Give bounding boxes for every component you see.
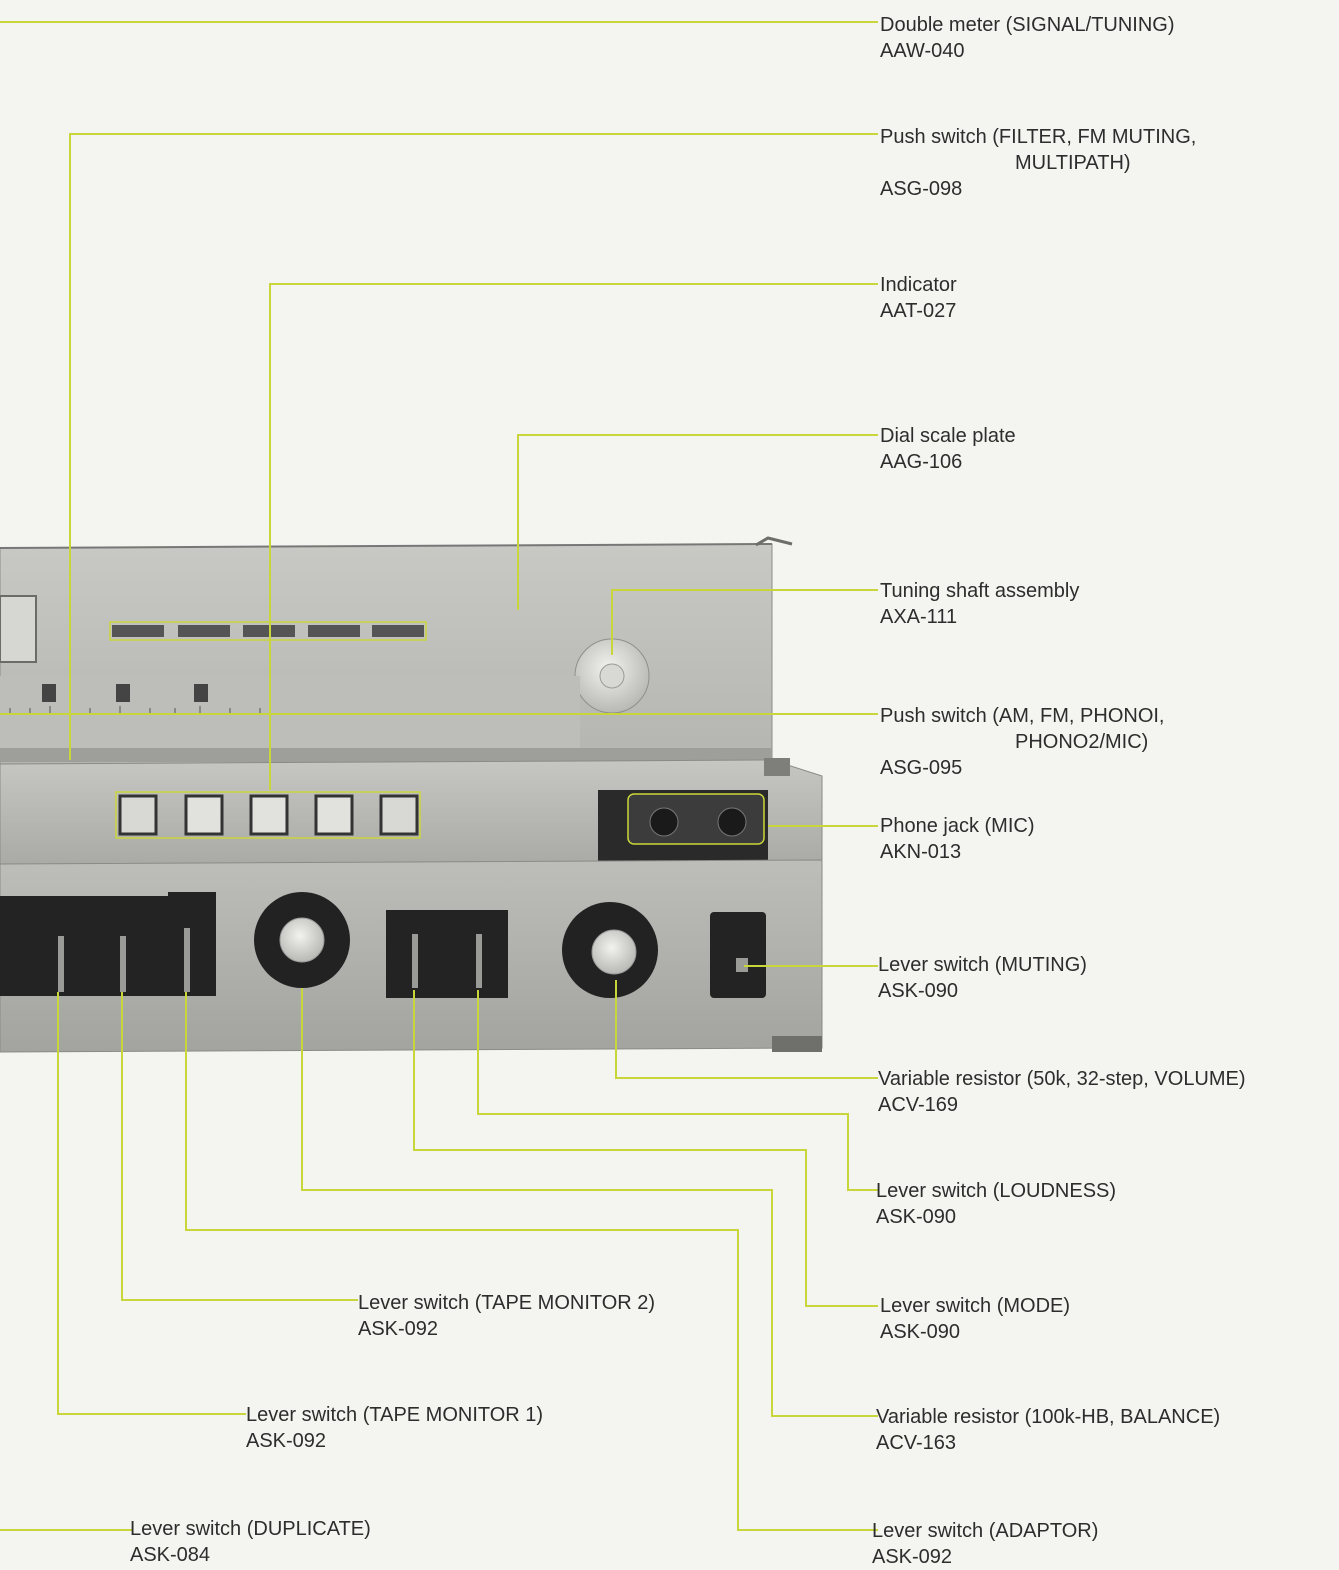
switch-panel [0, 758, 822, 866]
callout-lever-loudness: Lever switch (LOUDNESS) ASK-090 [876, 1178, 1116, 1230]
dial-scale [0, 676, 580, 748]
callout-part: AAW-040 [880, 38, 1175, 64]
callout-lever-muting: Lever switch (MUTING) ASK-090 [878, 952, 1087, 1004]
callout-name: Push switch (FILTER, FM MUTING, [880, 124, 1196, 150]
callout-name: Double meter (SIGNAL/TUNING) [880, 12, 1175, 38]
callout-name: Lever switch (DUPLICATE) [130, 1516, 371, 1542]
callout-push-filter: Push switch (FILTER, FM MUTING, MULTIPAT… [880, 124, 1196, 202]
callout-vr-balance: Variable resistor (100k-HB, BALANCE) ACV… [876, 1404, 1220, 1456]
callout-part: ASG-095 [880, 755, 1164, 781]
callout-name: Variable resistor (100k-HB, BALANCE) [876, 1404, 1220, 1430]
callout-part: ACV-163 [876, 1430, 1220, 1456]
callout-push-am: Push switch (AM, FM, PHONOI, PHONO2/MIC)… [880, 703, 1164, 781]
tuner-section [0, 538, 792, 766]
callout-part: ASK-090 [878, 978, 1087, 1004]
callout-name: Lever switch (MUTING) [878, 952, 1087, 978]
callout-lever-mode: Lever switch (MODE) ASK-090 [880, 1293, 1070, 1345]
callout-name: Lever switch (TAPE MONITOR 2) [358, 1290, 655, 1316]
callout-part: ASK-090 [876, 1204, 1116, 1230]
callout-name: Lever switch (LOUDNESS) [876, 1178, 1116, 1204]
callout-lever-tape2: Lever switch (TAPE MONITOR 2) ASK-092 [358, 1290, 655, 1342]
callout-name: Push switch (AM, FM, PHONOI, [880, 703, 1164, 729]
callout-lever-adaptor: Lever switch (ADAPTOR) ASK-092 [872, 1518, 1098, 1570]
callout-part: AAG-106 [880, 449, 1016, 475]
callout-name: Dial scale plate [880, 423, 1016, 449]
callout-name: Lever switch (MODE) [880, 1293, 1070, 1319]
phone-jack-housing [598, 790, 768, 862]
mode-lever-block [386, 910, 508, 998]
callout-double-meter: Double meter (SIGNAL/TUNING) AAW-040 [880, 12, 1175, 64]
callout-part: ASK-084 [130, 1542, 371, 1568]
callout-name: Indicator [880, 272, 957, 298]
callout-part: ASK-090 [880, 1319, 1070, 1345]
control-panel [0, 860, 822, 1052]
callout-phone-jack: Phone jack (MIC) AKN-013 [880, 813, 1035, 865]
volume-knob [562, 902, 658, 998]
callout-part: ACV-169 [878, 1092, 1246, 1118]
callout-part: ASK-092 [358, 1316, 655, 1342]
callout-lever-tape1: Lever switch (TAPE MONITOR 1) ASK-092 [246, 1402, 543, 1454]
callout-lever-duplicate: Lever switch (DUPLICATE) ASK-084 [130, 1516, 371, 1568]
callout-name-line2: MULTIPATH) [880, 150, 1196, 176]
callout-name-line2: PHONO2/MIC) [880, 729, 1164, 755]
callout-part: ASG-098 [880, 176, 1196, 202]
muting-lever-block [710, 912, 766, 998]
tape-lever-block [0, 892, 216, 996]
callout-part: ASK-092 [872, 1544, 1098, 1570]
meter-window [0, 596, 36, 662]
callout-vr-volume: Variable resistor (50k, 32-step, VOLUME)… [878, 1066, 1246, 1118]
callout-part: AAT-027 [880, 298, 957, 324]
callout-part: AKN-013 [880, 839, 1035, 865]
callout-part: ASK-092 [246, 1428, 543, 1454]
callout-name: Lever switch (TAPE MONITOR 1) [246, 1402, 543, 1428]
callout-name: Lever switch (ADAPTOR) [872, 1518, 1098, 1544]
callout-name: Phone jack (MIC) [880, 813, 1035, 839]
callout-part: AXA-111 [880, 604, 1079, 630]
callout-dial-scale: Dial scale plate AAG-106 [880, 423, 1016, 475]
callout-tuning-shaft: Tuning shaft assembly AXA-111 [880, 578, 1079, 630]
callout-indicator: Indicator AAT-027 [880, 272, 957, 324]
callout-name: Variable resistor (50k, 32-step, VOLUME) [878, 1066, 1246, 1092]
callout-name: Tuning shaft assembly [880, 578, 1079, 604]
balance-knob [254, 892, 350, 988]
